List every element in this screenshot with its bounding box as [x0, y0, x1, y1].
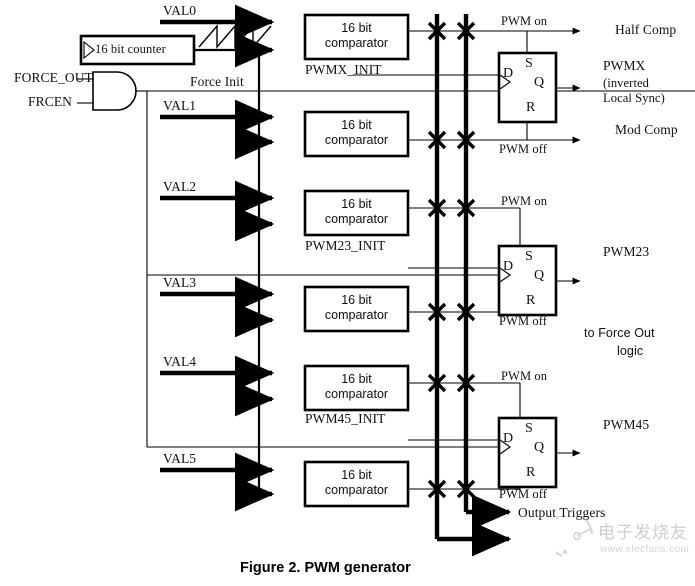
ff-pwmx-pin-q: Q [534, 75, 545, 90]
comparator-5-label: 16 bit comparator [324, 468, 389, 497]
pwm-on-label-1: PWM on [501, 194, 548, 208]
figure-caption: Figure 2. PWM generator [240, 560, 411, 576]
output-pwmx-note-2: Local Sync) [603, 91, 665, 105]
force-init-label: Force Init [190, 74, 244, 89]
flipflop-pwmx [147, 31, 581, 140]
sawtooth-waveform-icon [198, 24, 272, 49]
comparator-4-label: 16 bit comparator [324, 372, 389, 401]
ff-pwm23-pin-d: D [503, 259, 514, 274]
val3-label: VAL3 [163, 275, 197, 290]
ff-pwm23-pin-q: Q [534, 268, 545, 283]
val2-label: VAL2 [163, 179, 197, 194]
ff-pwm45-pin-d: D [503, 431, 514, 446]
output-pwm45: PWM45 [603, 417, 650, 432]
val5-label: VAL5 [163, 451, 197, 466]
comparator-2-label: 16 bit comparator [324, 197, 389, 226]
bus-crossing-marks [427, 21, 476, 499]
force-init-bus [146, 90, 695, 448]
flipflop-pwm45 [147, 416, 581, 489]
counter-block [79, 34, 196, 66]
comparator-row-5 [160, 452, 521, 512]
to-force-out-logic-1: to Force Out [584, 326, 655, 340]
pwm-off-label-0: PWM off [499, 142, 548, 156]
output-triggers-label: Output Triggers [518, 505, 606, 520]
flipflop-pwm23 [147, 244, 581, 317]
comparator-row-2 [160, 180, 521, 246]
pwm45-init-label: PWM45_INIT [305, 411, 386, 426]
ff-pwm23-pin-r: R [526, 293, 536, 308]
ff-pwm45-pin-r: R [526, 465, 536, 480]
output-pwm23: PWM23 [603, 244, 650, 259]
pwm-on-label-0: PWM on [501, 14, 548, 28]
output-pwmx: PWMX [603, 58, 646, 73]
force-out-label: FORCE_OUT [14, 70, 93, 85]
ff-pwm45-pin-s: S [525, 421, 533, 436]
val0-label: VAL0 [163, 3, 197, 18]
pwmx-init-label: PWMX_INIT [305, 62, 382, 77]
ff-pwm45-pin-q: Q [534, 440, 545, 455]
to-force-out-logic-2: logic [617, 344, 644, 358]
comparator-1-label: 16 bit comparator [324, 118, 389, 147]
comparator-row-1 [160, 99, 581, 160]
comparator-0-label: 16 bit comparator [324, 21, 389, 50]
pwm23-init-label: PWM23_INIT [305, 238, 386, 253]
ff-pwm23-pin-s: S [525, 249, 533, 264]
pwm-off-label-1: PWM off [499, 314, 548, 328]
val4-label: VAL4 [163, 354, 197, 369]
comparator-row-4 [160, 355, 521, 418]
output-half-comp: Half Comp [615, 22, 677, 37]
pwm-off-label-2: PWM off [499, 487, 548, 501]
comparator-row-3 [160, 276, 521, 338]
output-triggers-wires [437, 494, 512, 557]
output-pwmx-note-1: (inverted [603, 76, 650, 90]
val1-label: VAL1 [163, 98, 197, 113]
pwm-on-label-2: PWM on [501, 369, 548, 383]
ff-pwmx-pin-d: D [503, 66, 514, 81]
and-gate-force-out [77, 71, 147, 111]
frcen-label: FRCEN [28, 94, 73, 109]
ff-pwmx-pin-r: R [526, 100, 536, 115]
counter-label: 16 bit counter [95, 42, 166, 56]
init-feed-lines [353, 74, 499, 441]
comparator-3-label: 16 bit comparator [324, 293, 389, 322]
output-mod-comp: Mod Comp [615, 122, 678, 137]
ff-pwmx-pin-s: S [525, 56, 533, 71]
